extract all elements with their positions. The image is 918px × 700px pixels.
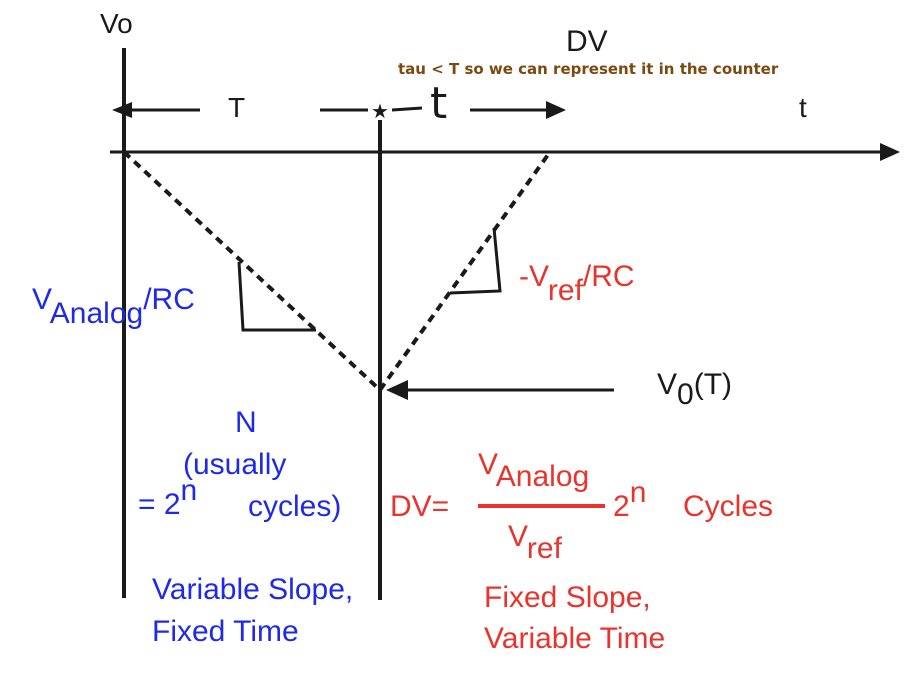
analog-slope-sub: Analog [49, 297, 144, 330]
right-caption-line2: Variable Time [484, 622, 666, 655]
v0-label: V0(T) [657, 368, 733, 410]
n-line3: = 2n [138, 476, 197, 521]
v0-pointer-arrowhead [386, 380, 408, 400]
cycles-label: Cycles [683, 490, 774, 523]
v0-base: V [657, 368, 678, 401]
numerator-sub: Analog [495, 460, 590, 493]
left-caption-line1: Variable Slope, [152, 573, 354, 606]
ref-slope-prefix: -V [519, 260, 548, 293]
slope-triangle-right [449, 227, 502, 295]
left-caption-line2: Fixed Time [152, 615, 299, 648]
t-axis-label: t [799, 92, 807, 123]
two-base: 2 [613, 490, 630, 523]
period-t-label: t [430, 78, 448, 129]
dv-top-label: DV [566, 25, 608, 58]
v0-sub: 0 [677, 378, 694, 411]
two-sup: n [629, 476, 647, 509]
period-T-label: T [228, 92, 246, 123]
two-power-n: 2n [613, 478, 646, 523]
n-line2: (usually [183, 448, 287, 481]
n-line3-cycles: cycles) [248, 490, 342, 523]
period-T-left-arrowhead [112, 102, 132, 118]
v0-tail: (T) [693, 368, 733, 401]
ref-slope-sub: ref [547, 274, 583, 307]
n-line3-sup: n [180, 474, 198, 507]
fraction-numerator: VAnalog [478, 448, 589, 492]
analog-slope-tail: /RC [143, 283, 195, 316]
period-t-left-segment [391, 106, 423, 112]
right-caption-line1: Fixed Slope, [484, 581, 651, 614]
n-line1: N [235, 406, 257, 439]
analog-slope-label: VAnalog/RC [32, 283, 195, 329]
dv-equation-label: DV= [390, 490, 450, 523]
slope-triangle-left [237, 261, 316, 332]
note-text: tau < T so we can represent it in the co… [398, 60, 779, 78]
vo-axis-label: Vo [100, 8, 133, 39]
analog-slope-base: V [32, 283, 50, 316]
denominator-base: V [508, 520, 527, 553]
denominator-sub: ref [526, 532, 562, 565]
star-marker: ★ [371, 99, 389, 123]
ref-slope-label: -Vref/RC [519, 260, 635, 306]
integrate-ramp [122, 150, 382, 392]
deintegrate-ramp [378, 150, 552, 392]
fraction-denominator: Vref [508, 520, 562, 564]
numerator-base: V [478, 448, 496, 481]
period-t-right-arrowhead [546, 101, 566, 119]
time-axis-arrowhead [880, 143, 900, 161]
ref-slope-tail: /RC [582, 260, 635, 293]
n-line3-a: = 2 [138, 488, 181, 521]
